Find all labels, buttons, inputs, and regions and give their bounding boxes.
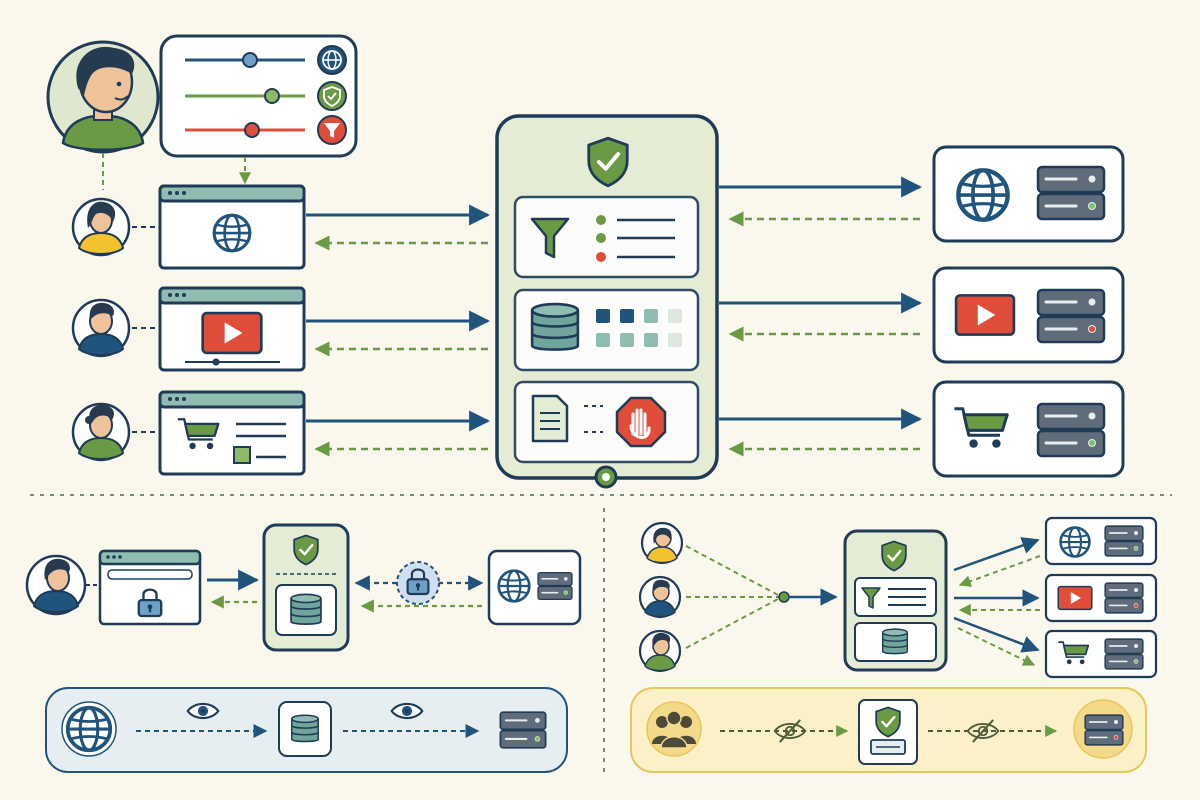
browser-window-1[interactable]: [158, 184, 306, 270]
filter-icon: [317, 115, 347, 145]
globe-icon: [317, 45, 347, 75]
controls-panel: [159, 34, 358, 158]
user-avatars: [638, 521, 684, 673]
anonymity-strip: [630, 687, 1147, 773]
shared-proxy-box: [843, 529, 948, 672]
database-icon: [530, 302, 580, 351]
server-icon: [1036, 165, 1106, 221]
secure-user-avatar: [25, 554, 87, 616]
server-icon: [1036, 288, 1106, 344]
group-icon: [646, 701, 702, 757]
video-play-icon: [201, 311, 263, 355]
user-avatar-2: [638, 575, 682, 619]
eye-icon: [186, 702, 220, 720]
server-icon: [499, 710, 547, 750]
browser-window-3[interactable]: [158, 390, 306, 476]
video-play-icon: [1057, 585, 1093, 611]
destination-server-web: [932, 145, 1125, 243]
server-icon: [1104, 525, 1144, 557]
client-proxy-arrows: [306, 204, 491, 457]
merge-lines: [685, 545, 838, 649]
eye-icon: [390, 702, 424, 720]
destination-server-shop: [932, 380, 1125, 478]
proxy-server-arrows: [719, 176, 923, 457]
shield-document-icon: [858, 699, 918, 765]
fanout-arrows: [953, 537, 1041, 666]
destination-server-video: [932, 266, 1125, 364]
filter-icon: [861, 587, 881, 609]
client-avatar-3: [71, 402, 131, 462]
fanout-server-shop: [1044, 629, 1158, 679]
slider-green[interactable]: [185, 88, 305, 104]
database-icon: [881, 628, 909, 655]
cache-module: [513, 288, 700, 372]
encryption-badge: [396, 561, 440, 605]
secure-proxy-box: [262, 523, 350, 652]
monitoring-strip: [45, 687, 568, 773]
server-icon: [1104, 638, 1144, 670]
slider-red[interactable]: [185, 122, 305, 138]
locked-browser-window[interactable]: [98, 549, 202, 626]
server-icon: [1104, 582, 1144, 614]
client-avatar-1: [71, 197, 131, 257]
proxy-server: [495, 114, 719, 489]
database-icon: [290, 714, 320, 743]
video-play-icon: [954, 294, 1016, 336]
slider-blue[interactable]: [185, 52, 305, 68]
user-avatar-1: [640, 521, 684, 565]
secure-server-box: [487, 549, 582, 626]
fanout-server-video: [1044, 573, 1158, 623]
client-avatar-2: [71, 298, 131, 358]
server-icon: [1084, 714, 1124, 746]
server-icon: [537, 571, 573, 601]
filter-module: [513, 195, 700, 279]
block-module: [513, 380, 700, 464]
admin-avatar: [46, 40, 160, 154]
browser-window-2[interactable]: [158, 286, 306, 372]
merge-point: [778, 591, 790, 603]
user-avatar-3: [638, 629, 682, 673]
fanout-server-web: [1044, 516, 1158, 566]
server-icon: [1036, 402, 1106, 458]
shield-icon: [317, 81, 347, 111]
database-icon: [290, 593, 322, 625]
